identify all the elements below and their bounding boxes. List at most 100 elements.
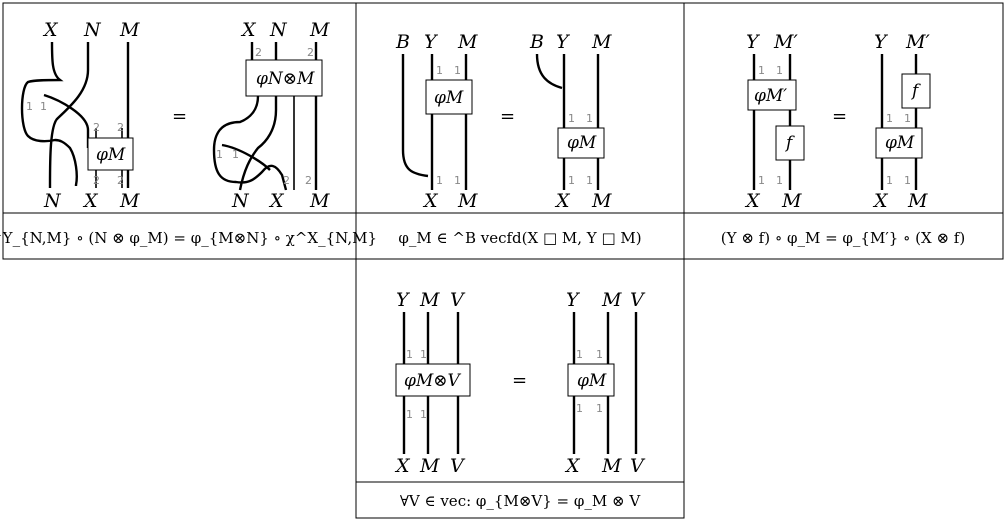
mult-1: 1 <box>26 100 33 113</box>
phiM-label: φM <box>434 88 464 108</box>
phiM-box <box>567 363 615 397</box>
mult-1b: 1 <box>40 100 47 113</box>
panel3-right-diagram: Y M′ f φM 1 1 1 1 X M <box>872 31 931 212</box>
mult-1: 1 <box>568 112 575 125</box>
mult-1: 1 <box>758 64 765 77</box>
mult-1d: 1 <box>596 402 603 415</box>
mult-1b: 1 <box>232 148 239 161</box>
panel4-left-diagram: Y M V φM⊗V 1 1 1 1 X M V <box>394 289 471 477</box>
phiM-label: φM <box>567 133 597 153</box>
caption-4: ∀V ∈ vec: φ_{M⊗V} = φ_M ⊗ V <box>400 492 642 510</box>
phiM-box <box>87 137 134 171</box>
equals-sign: = <box>500 106 515 127</box>
f-box <box>775 125 805 161</box>
label-B: B <box>529 31 544 53</box>
label-X-bottom: X <box>82 190 99 212</box>
mult-1d: 1 <box>776 174 783 187</box>
f-box <box>901 73 931 109</box>
caption-3: (Y ⊗ f) ∘ φ_M = φ_{M′} ∘ (X ⊗ f) <box>721 229 965 247</box>
f-label: f <box>784 133 795 153</box>
label-N: N <box>83 19 102 41</box>
label-M: M <box>591 31 612 53</box>
label-M-bottom: M <box>419 455 440 477</box>
mult-1: 1 <box>886 112 893 125</box>
label-Mprime: M′ <box>773 31 798 53</box>
phiMV-box <box>395 363 471 397</box>
mult-2b: 2 <box>307 46 314 59</box>
label-X-bottom: X <box>394 455 411 477</box>
mult-1b: 1 <box>420 348 427 361</box>
mult-1c: 1 <box>886 174 893 187</box>
label-X: X <box>240 19 257 41</box>
mult-1b: 1 <box>454 64 461 77</box>
label-M: M <box>309 19 330 41</box>
mult-2b: 2 <box>117 121 124 134</box>
mult-1d: 1 <box>904 174 911 187</box>
mult-1b: 1 <box>596 348 603 361</box>
panel1-right-diagram: X N M φN⊗M 2 2 1 1 2 2 N X M <box>212 19 330 212</box>
panel4-right-diagram: Y M V φM 1 1 1 1 X M V <box>564 289 646 477</box>
mult-2: 2 <box>93 121 100 134</box>
label-N: N <box>269 19 288 41</box>
label-B: B <box>395 31 410 53</box>
label-M-bottom: M <box>457 190 478 212</box>
phiM-box <box>425 79 473 115</box>
mult-1: 1 <box>576 348 583 361</box>
phiMprime-label: φM′ <box>754 86 787 106</box>
label-M: M <box>601 289 622 311</box>
label-N-bottom: N <box>231 190 250 212</box>
mult-2d: 2 <box>305 174 312 187</box>
mult-2c: 2 <box>283 174 290 187</box>
label-M-bottom: M <box>601 455 622 477</box>
mult-1: 1 <box>216 148 223 161</box>
label-M: M <box>457 31 478 53</box>
mult-1d: 1 <box>586 174 593 187</box>
phiMprime-box <box>747 79 797 111</box>
label-V-bottom: V <box>630 455 646 477</box>
phiM-box <box>875 127 923 159</box>
phiM-label: φM <box>885 133 915 153</box>
mult-1c: 1 <box>568 174 575 187</box>
label-Y: Y <box>874 31 889 53</box>
label-Y: Y <box>566 289 581 311</box>
mult-1d: 1 <box>454 174 461 187</box>
label-Y: Y <box>556 31 571 53</box>
panel2-left-diagram: B Y M φM 1 1 1 1 X M <box>395 31 478 212</box>
label-M-bottom: M <box>309 190 330 212</box>
label-Y: Y <box>424 31 439 53</box>
label-M: M <box>419 289 440 311</box>
mult-1b: 1 <box>776 64 783 77</box>
equals-sign: = <box>172 106 187 127</box>
mult-1c: 1 <box>436 174 443 187</box>
label-V: V <box>450 289 466 311</box>
mult-2d: 2 <box>117 174 124 187</box>
label-Y: Y <box>746 31 761 53</box>
label-M-bottom: M <box>907 190 928 212</box>
label-X-bottom: X <box>744 190 761 212</box>
label-M-bottom: M <box>781 190 802 212</box>
phiNM-label: φN⊗M <box>256 69 315 89</box>
label-M-bottom: M <box>119 190 140 212</box>
panel2-right-diagram: B Y M φM 1 1 1 1 X M <box>529 31 612 212</box>
phiM-label: φM <box>96 145 126 165</box>
label-X: X <box>42 19 59 41</box>
mult-1b: 1 <box>586 112 593 125</box>
equals-sign: = <box>832 106 847 127</box>
label-X-bottom: X <box>268 190 285 212</box>
caption-1: χ^Y_{N,M} ∘ (N ⊗ φ_M) = φ_{M⊗N} ∘ χ^X_{N… <box>0 229 377 247</box>
mult-2c: 2 <box>93 174 100 187</box>
label-Y: Y <box>396 289 411 311</box>
f-label: f <box>910 81 921 101</box>
label-X-bottom: X <box>564 455 581 477</box>
label-X-bottom: X <box>422 190 439 212</box>
label-V-bottom: V <box>450 455 466 477</box>
panel3-left-diagram: Y M′ φM′ f 1 1 1 1 X M <box>744 31 805 212</box>
caption-2: φ_M ∈ ^B vecfd(X □ M, Y □ M) <box>398 229 641 247</box>
mult-1c: 1 <box>576 402 583 415</box>
label-X-bottom: X <box>872 190 889 212</box>
mult-1c: 1 <box>758 174 765 187</box>
phiM-label: φM <box>577 371 607 391</box>
